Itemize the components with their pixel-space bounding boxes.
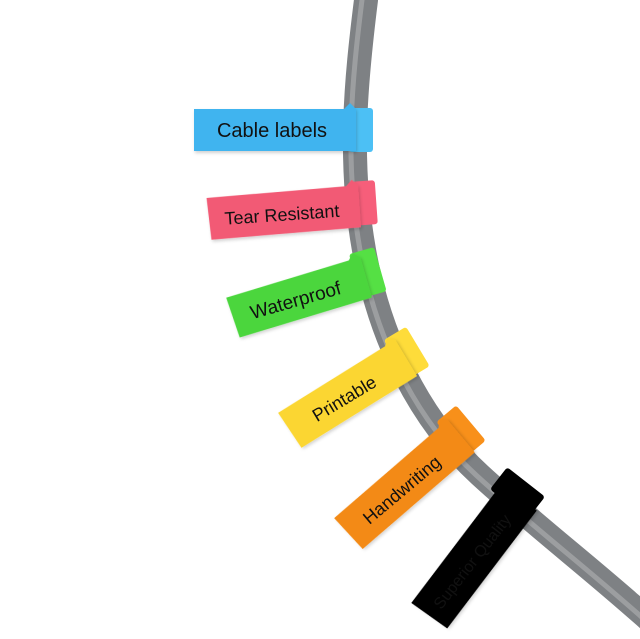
cable-label-2: Waterproof <box>226 247 386 338</box>
label-tag <box>206 179 361 240</box>
label-tag <box>411 483 537 629</box>
cable-label-0: Cable labels <box>194 103 373 152</box>
label-tag <box>194 103 356 151</box>
label-tag <box>278 338 418 448</box>
label-band <box>437 406 485 457</box>
label-tag <box>334 419 475 550</box>
cable-label-3: Printable <box>278 327 429 448</box>
label-text: Cable labels <box>217 120 327 142</box>
cable-label-1: Tear Resistant <box>206 179 378 240</box>
label-band <box>491 468 544 518</box>
cable-label-4: Handwriting <box>334 406 485 550</box>
labels-layer: Cable labels Tear Resistant Waterproof P… <box>194 103 544 629</box>
label-tag <box>226 253 372 338</box>
label-band <box>384 327 429 379</box>
